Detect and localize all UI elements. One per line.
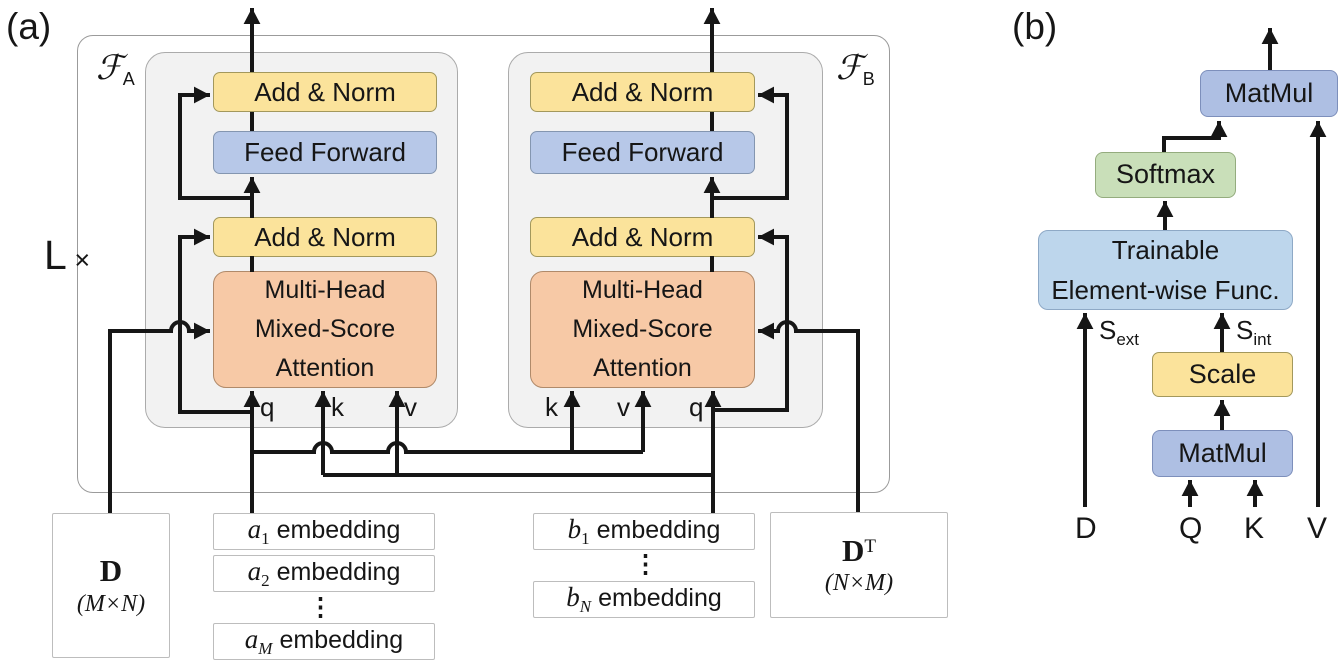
block-a-name: ℱA [96,50,135,89]
matrix-dt-dim: (N×M) [824,570,894,597]
s-int-label: Sint [1236,315,1272,350]
embedding-b-ellipsis: ⋮ [633,550,658,578]
panel-a-label: (a) [6,6,52,47]
panel-b-label: (b) [1012,6,1058,47]
block-b-k-label: k [545,392,558,422]
input-k-label: K [1244,512,1265,545]
block-a-v-label: v [404,392,417,422]
block-b-add-norm-mid: Add & Norm [530,217,755,257]
block-a-add-norm-top: Add & Norm [213,72,437,112]
block-b-q-label: q [689,392,704,422]
block-a-q-label: q [260,392,275,422]
matrix-d-dim: (M×N) [76,590,146,617]
trainable-elementwise-box: Trainable Element-wise Func. [1038,230,1293,310]
block-b-name: ℱB [836,50,875,89]
input-q-label: Q [1179,512,1203,545]
block-a-add-norm-mid: Add & Norm [213,217,437,257]
embedding-a-ellipsis: ⋮ [308,593,333,621]
input-matrix-d-transpose: DT (N×M) [770,512,948,618]
matrix-d-symbol: D [99,553,123,589]
matmul-top-box: MatMul [1200,70,1338,117]
block-a-k-label: k [331,392,344,422]
input-d-label: D [1075,512,1097,545]
loop-times-symbol: × [74,245,91,275]
s-ext-label: Sext [1099,315,1140,350]
input-matrix-d: D (M×N) [52,513,170,658]
matrix-dt-symbol: DT [842,532,876,568]
matmul-bottom-box: MatMul [1152,430,1293,477]
loop-count-label: L × [44,232,91,278]
input-v-label: V [1307,512,1328,545]
softmax-to-matmul-arrow [1162,121,1228,152]
softmax-box: Softmax [1095,152,1236,198]
block-b-feed-forward: Feed Forward [530,131,755,174]
scale-box: Scale [1152,352,1293,397]
block-b-add-norm-top: Add & Norm [530,72,755,112]
block-b-v-label: v [617,392,630,422]
block-b-attention: Multi-Head Mixed-Score Attention [530,271,755,388]
block-a-feed-forward: Feed Forward [213,131,437,174]
block-a-attention: Multi-Head Mixed-Score Attention [213,271,437,388]
